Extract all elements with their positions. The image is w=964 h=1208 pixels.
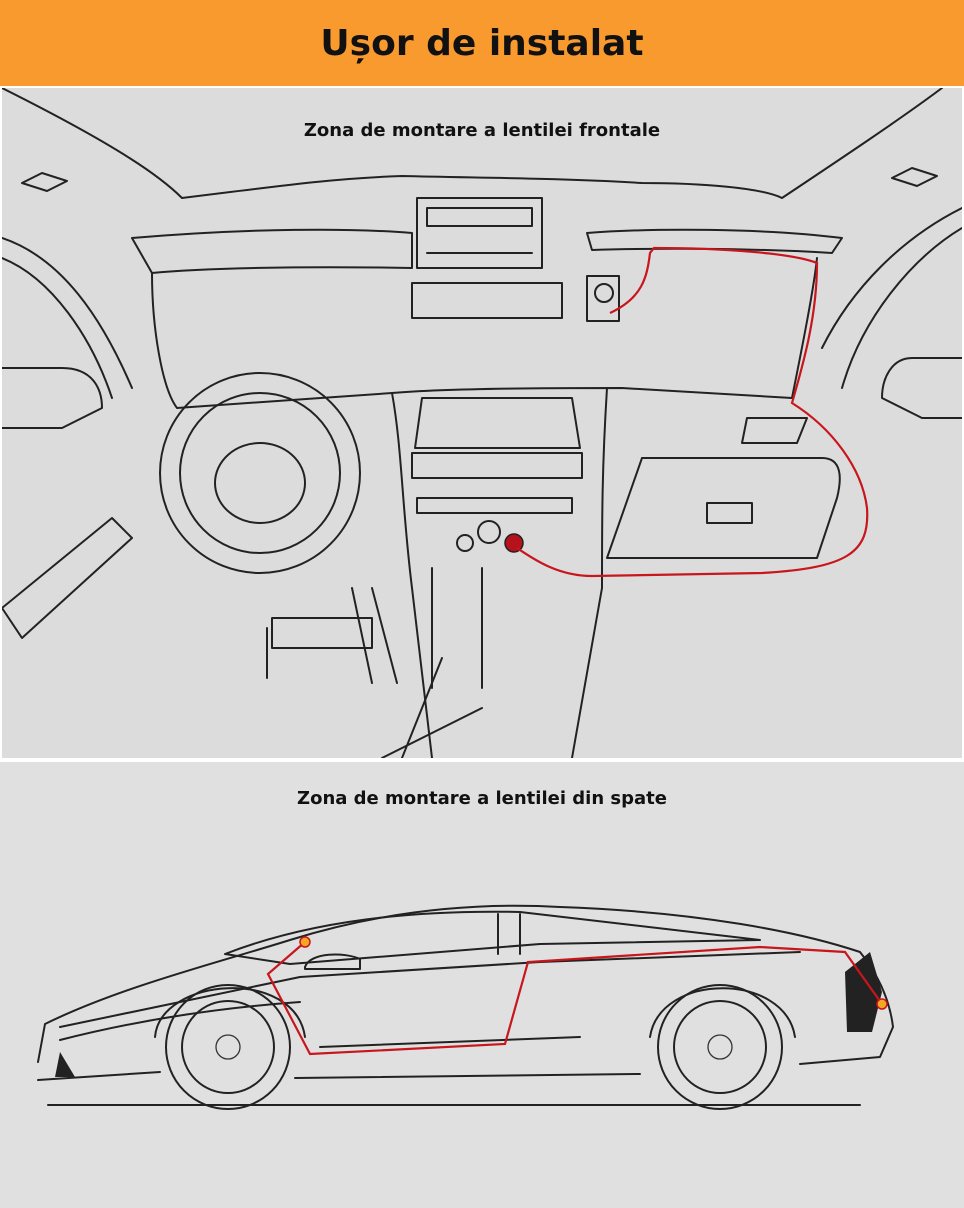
rear-mount-point [876, 998, 888, 1010]
rear-section-label: Zona de montare a lentilei din spate [297, 788, 667, 809]
front-mount-point [299, 936, 311, 948]
rear-camera-panel: Zona de montare a lentilei din spate [0, 762, 964, 1208]
header-banner: Ușor de instalat [0, 0, 964, 86]
front-section-label: Zona de montare a lentilei frontale [303, 120, 661, 141]
front-camera-panel: Zona de montare a lentilei frontale [2, 88, 962, 758]
car-interior-illustration [2, 88, 962, 758]
page-title: Ușor de instalat [320, 22, 644, 64]
car-side-illustration [37, 904, 894, 1110]
